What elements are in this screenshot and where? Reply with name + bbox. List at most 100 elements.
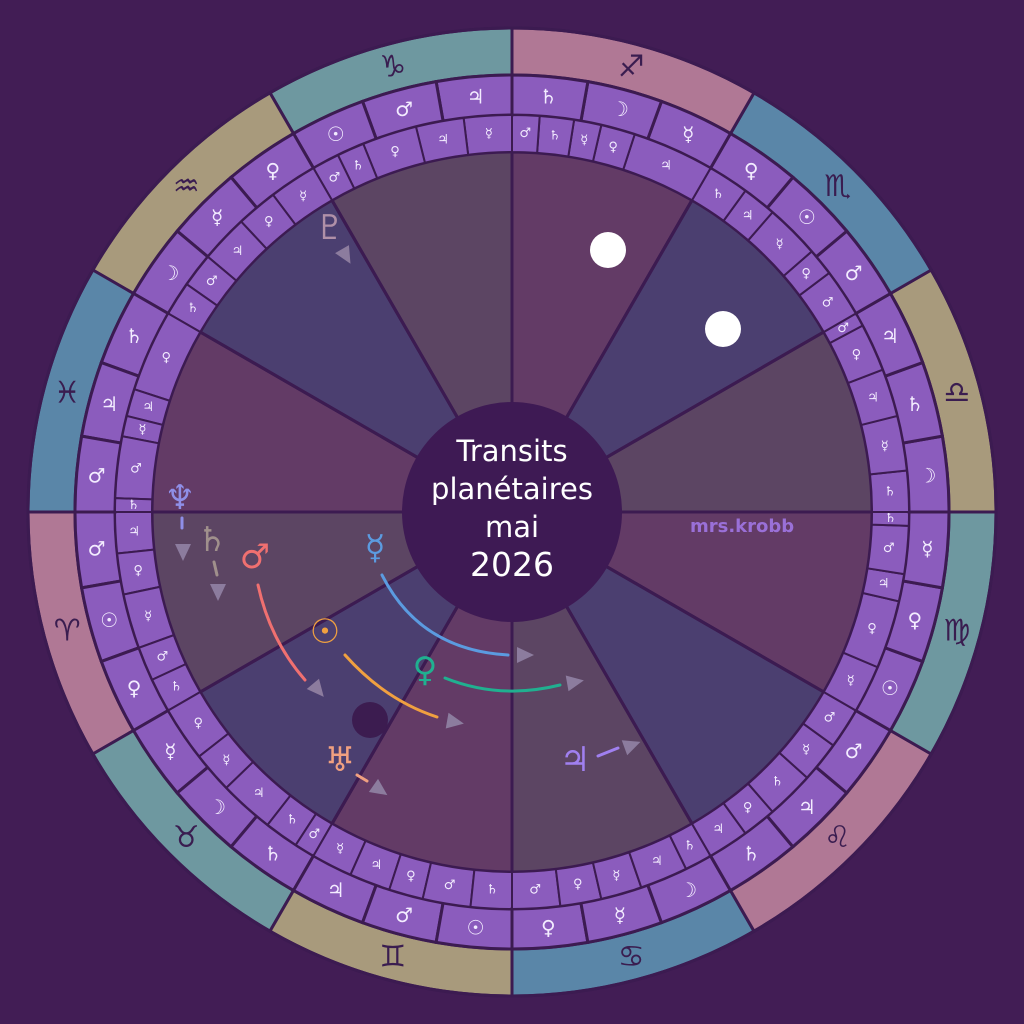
- term-cell: [591, 123, 636, 171]
- decan-glyph-mars: ♂︎: [88, 464, 106, 488]
- decan-glyph-saturn: ♄︎: [125, 324, 143, 348]
- transit-planet-venus: ♀︎: [413, 650, 438, 690]
- decan-glyph-mercury: ☿︎: [682, 122, 694, 146]
- term-glyph-venus: ♀︎: [852, 348, 862, 363]
- term-glyph-venus: ♀︎: [161, 351, 171, 366]
- term-cell: [125, 388, 171, 427]
- term-cell: [746, 210, 814, 278]
- decan-glyph-mars: ♂︎: [845, 261, 863, 285]
- term-glyph-jupiter: ♃︎: [232, 244, 244, 259]
- transit-planet-sun: ☉︎: [310, 612, 340, 652]
- decan-glyph-saturn: ♄︎: [539, 85, 557, 109]
- term-cell: [414, 116, 470, 164]
- transit-arrow-icon: [565, 675, 584, 692]
- transit-planet-mars: ♂︎: [240, 537, 270, 577]
- term-glyph-mercury: ☿︎: [776, 237, 784, 252]
- center-title: Transits planétaires mai 2026: [402, 432, 622, 584]
- term-glyph-mars: ♂︎: [308, 827, 320, 842]
- term-cell: [294, 812, 334, 858]
- term-glyph-saturn: ♄︎: [771, 774, 783, 789]
- term-glyph-mercury: ☿︎: [336, 842, 344, 857]
- center-circle: [402, 402, 622, 622]
- decan-glyph-moon: ☽︎: [918, 464, 936, 488]
- term-glyph-jupiter: ♃︎: [128, 524, 140, 539]
- decan-glyph-moon: ☽︎: [679, 878, 697, 902]
- sign-glyph-libra: ♎︎: [943, 375, 970, 410]
- term-cell: [511, 113, 541, 154]
- term-glyph-mercury: ☿︎: [881, 439, 889, 454]
- decan-glyph-jupiter: ♃︎: [327, 878, 345, 902]
- full-moon-marker: [590, 232, 626, 268]
- term-glyph-mercury: ☿︎: [485, 127, 493, 142]
- term-glyph-mercury: ☿︎: [847, 673, 855, 688]
- transit-arrow-icon: [175, 544, 191, 561]
- term-cell: [627, 834, 688, 889]
- term-cell: [668, 822, 712, 871]
- term-glyph-mercury: ☿︎: [612, 868, 620, 883]
- term-glyph-saturn: ♄︎: [486, 882, 498, 897]
- decan-glyph-venus: ♀︎: [907, 608, 922, 632]
- term-glyph-mercury: ☿︎: [580, 133, 588, 148]
- decan-glyph-venus: ♀︎: [265, 158, 280, 182]
- term-cell: [846, 368, 899, 427]
- term-cell: [842, 591, 901, 669]
- full-moon-marker: [705, 311, 741, 347]
- term-glyph-saturn: ♄︎: [286, 813, 298, 828]
- transit-planet-neptune: ♆︎: [165, 478, 195, 518]
- decan-glyph-jupiter: ♃︎: [100, 392, 118, 416]
- term-glyph-jupiter: ♃︎: [878, 577, 890, 592]
- term-glyph-mercury: ☿︎: [802, 743, 810, 758]
- transit-arrow-icon: [445, 712, 464, 729]
- term-cell: [722, 782, 774, 835]
- decan-glyph-jupiter: ♃︎: [798, 795, 816, 819]
- sign-glyph-taurus: ♉︎: [173, 820, 200, 855]
- term-cell: [312, 153, 356, 202]
- term-glyph-mars: ♂︎: [824, 711, 836, 726]
- term-cell: [185, 255, 238, 307]
- decan-glyph-mars: ♂︎: [395, 97, 413, 121]
- term-glyph-jupiter: ♃︎: [660, 159, 672, 174]
- term-cell: [801, 690, 858, 747]
- term-glyph-venus: ♀︎: [573, 877, 583, 892]
- transit-path-jupiter: [596, 746, 620, 758]
- term-glyph-jupiter: ♃︎: [253, 786, 265, 801]
- term-glyph-saturn: ♄︎: [712, 187, 724, 202]
- term-cell: [828, 324, 884, 385]
- transit-path-saturn: [212, 560, 219, 577]
- new-moon-marker: [352, 702, 388, 738]
- term-cell: [116, 548, 162, 596]
- term-glyph-jupiter: ♃︎: [371, 858, 383, 873]
- term-cell: [536, 114, 576, 158]
- decan-glyph-sun: ☉︎: [100, 608, 118, 632]
- term-glyph-mars: ♂︎: [529, 882, 541, 897]
- term-glyph-saturn: ♄︎: [128, 498, 140, 513]
- decan-glyph-moon: ☽︎: [611, 97, 629, 121]
- decan-glyph-jupiter: ♃︎: [467, 85, 485, 109]
- term-cell: [591, 851, 643, 901]
- transit-planet-jupiter: ♃︎: [560, 740, 590, 780]
- sign-glyph-aquarius: ♒︎: [173, 169, 200, 204]
- term-cell: [554, 861, 603, 908]
- term-glyph-jupiter: ♃︎: [742, 208, 754, 223]
- decan-glyph-venus: ♀︎: [127, 676, 142, 700]
- term-glyph-mars: ♂︎: [444, 878, 456, 893]
- term-cell: [860, 414, 908, 476]
- term-glyph-mars: ♂︎: [328, 170, 340, 185]
- transit-path-mercury: [380, 573, 510, 657]
- term-cell: [469, 868, 513, 911]
- term-cell: [361, 125, 427, 180]
- sign-glyph-aries: ♈︎: [54, 614, 81, 649]
- sign-glyph-cancer: ♋︎: [618, 939, 645, 974]
- transit-path-sun: [343, 653, 439, 719]
- term-glyph-mercury: ☿︎: [144, 609, 152, 624]
- term-glyph-venus: ♀︎: [390, 145, 400, 160]
- sign-glyph-sagittarius: ♐︎: [618, 50, 645, 85]
- term-cell: [266, 794, 318, 847]
- term-glyph-venus: ♀︎: [406, 869, 416, 884]
- term-glyph-jupiter: ♃︎: [437, 132, 449, 147]
- title-line-2: planétaires: [431, 472, 593, 506]
- decan-glyph-moon: ☽︎: [208, 795, 226, 819]
- term-cell: [133, 312, 202, 403]
- decan-glyph-mercury: ☿︎: [211, 205, 223, 229]
